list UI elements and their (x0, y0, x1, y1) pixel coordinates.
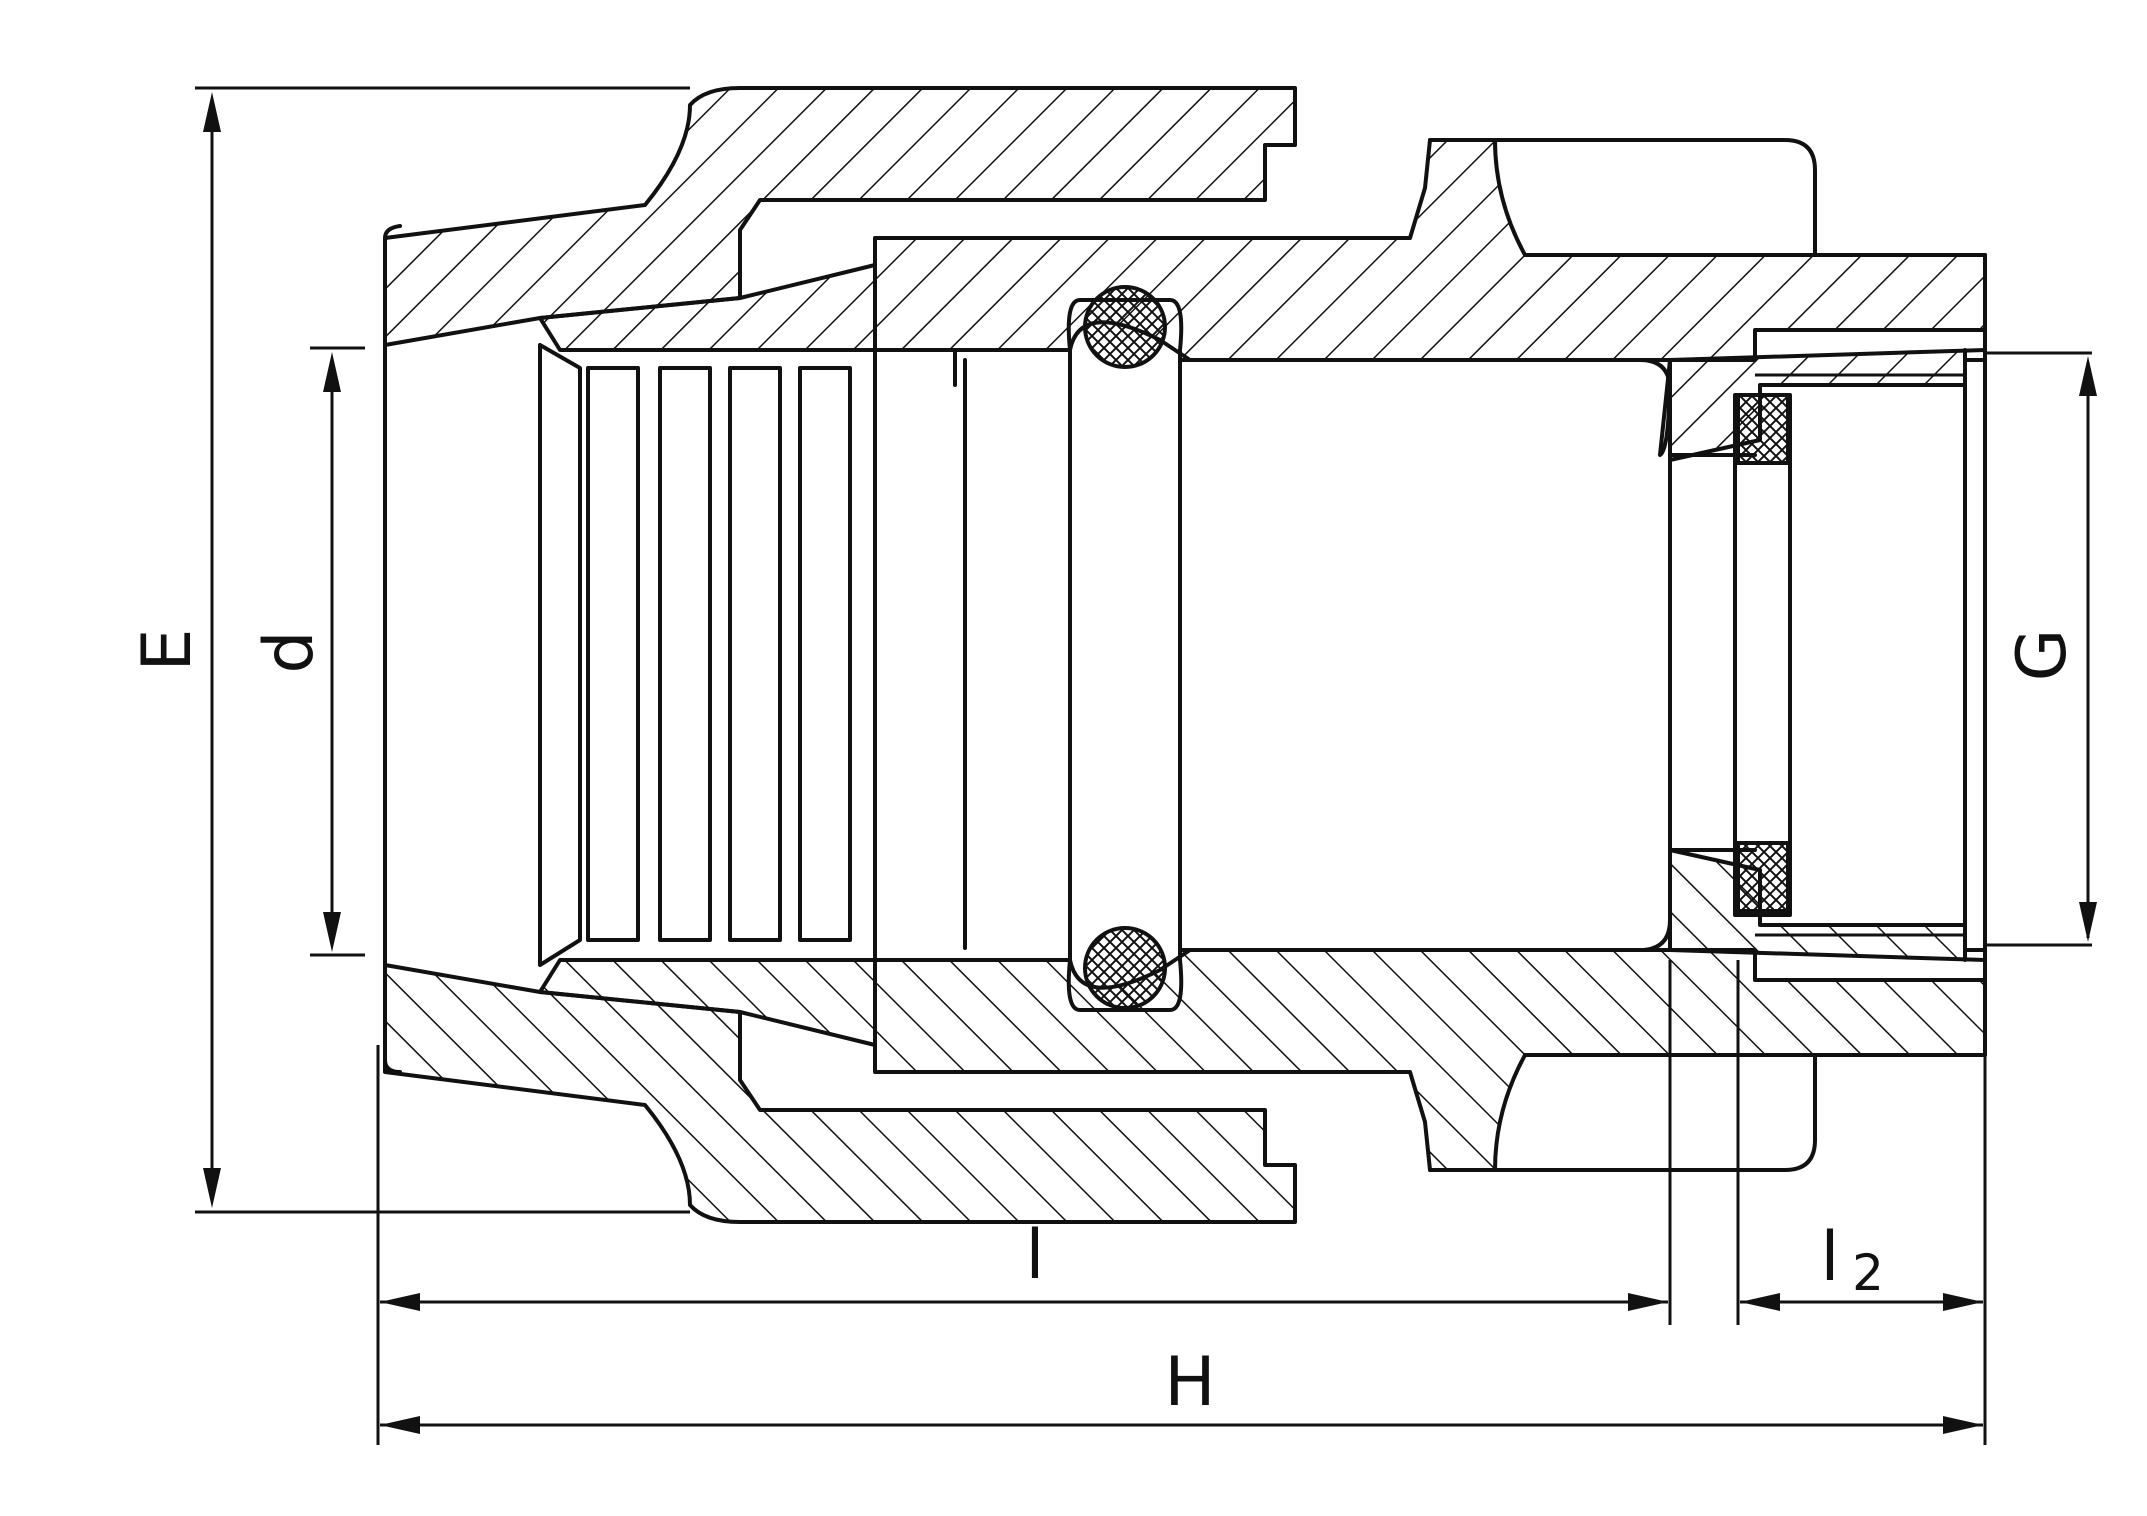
bore-details (383, 224, 1987, 1074)
o-ring-groove (1066, 298, 1184, 1012)
threaded-end-bottom (1668, 848, 1987, 962)
dimension-label-l2: l (1821, 1218, 1840, 1297)
body-bottom (873, 948, 1987, 1172)
gasket-seal-top (1736, 393, 1790, 465)
dimension-label-E: E (128, 629, 207, 672)
dimension-label-H: H (1164, 1343, 1215, 1422)
threaded-end-top (1668, 348, 1987, 462)
dimensions: E d G l l 2 H (128, 86, 2097, 1445)
gland-nut-top (1428, 138, 1817, 257)
dimension-label-l: l (1026, 1216, 1045, 1295)
inner-sleeve-top (873, 348, 957, 387)
union-nut-top (383, 86, 1297, 347)
gasket-ring (1733, 393, 1792, 917)
seals (1083, 285, 1790, 1010)
grip-ring-outline (538, 343, 582, 967)
nut-face (383, 224, 402, 1074)
o-ring-bottom (1083, 926, 1167, 1010)
dimension-label-l2-subscript: 2 (1852, 1244, 1884, 1302)
grip-ring-teeth (586, 366, 852, 942)
gasket-seal-bottom (1736, 841, 1790, 913)
dimension-label-d: d (250, 630, 329, 673)
end-bore (1668, 453, 1757, 852)
gland-nut-bottom (1428, 1053, 1817, 1172)
o-ring-top (1083, 285, 1167, 369)
union-nut-bottom (383, 963, 1297, 1224)
dimension-label-G: G (2003, 629, 2082, 682)
inner-bore (1178, 358, 1672, 952)
